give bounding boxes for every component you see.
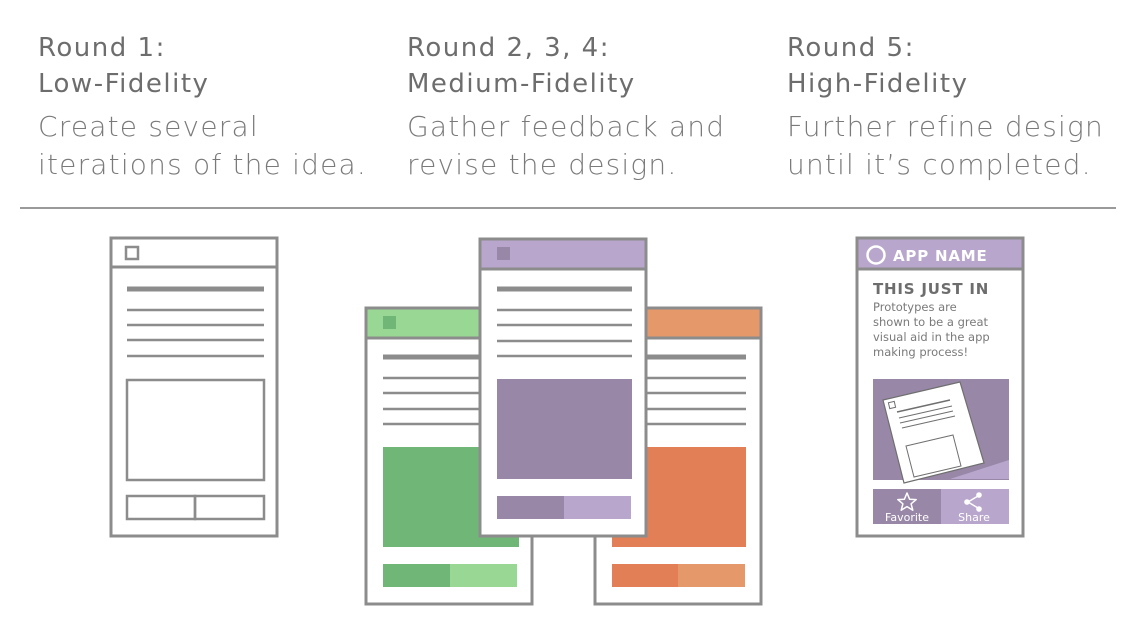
hifi-image <box>873 379 1009 484</box>
low-fidelity-wireframe <box>109 236 279 538</box>
lofi-header-square <box>124 245 140 261</box>
round-1-title-line1: Round 1: <box>38 33 166 63</box>
round-2-description: Gather feedback and revise the design. <box>407 108 767 184</box>
hifi-body-line: shown to be a great <box>873 315 988 329</box>
lofi-frame <box>109 236 279 538</box>
hifi-headline: THIS JUST IN <box>873 280 989 298</box>
round-2-desc-line1: Gather feedback and <box>407 110 726 143</box>
purple-header-square <box>497 247 510 260</box>
round-2-desc-line2: revise the design. <box>407 148 678 181</box>
medium-fidelity-purple-mockup <box>478 237 648 538</box>
hifi-body-line: making process! <box>873 345 968 359</box>
share-label: Share <box>958 511 990 524</box>
round-5-title-line1: Round 5: <box>787 33 915 63</box>
hifi-app-name: APP NAME <box>893 247 988 265</box>
hifi-image-accent <box>950 460 1009 479</box>
round-5-column: Round 5: High-Fidelity Further refine de… <box>787 30 1136 184</box>
round-5-desc-line2: until it’s completed. <box>787 148 1092 181</box>
round-5-title: Round 5: High-Fidelity <box>787 30 1136 102</box>
round-1-desc-line2: iterations of the idea. <box>38 148 367 181</box>
green-header-square <box>383 316 396 329</box>
round-2-column: Round 2, 3, 4: Medium-Fidelity Gather fe… <box>407 30 767 184</box>
orange-button-left <box>612 564 678 587</box>
hifi-body-line: Prototypes are <box>873 300 957 314</box>
round-1-title: Round 1: Low-Fidelity <box>38 30 398 102</box>
purple-image-block <box>497 379 632 479</box>
round-2-title: Round 2, 3, 4: Medium-Fidelity <box>407 30 767 102</box>
round-5-desc-line1: Further refine design <box>787 110 1104 143</box>
header-divider <box>20 207 1116 209</box>
favorite-label: Favorite <box>885 511 929 524</box>
round-1-column: Round 1: Low-Fidelity Create several ite… <box>38 30 398 184</box>
purple-button-left <box>497 496 564 519</box>
hifi-body-line: visual aid in the app <box>873 330 990 344</box>
orange-button-right <box>678 564 745 587</box>
star-icon <box>897 492 917 511</box>
lofi-image-placeholder <box>125 378 266 482</box>
high-fidelity-mockup: APP NAME THIS JUST IN Prototypes are sho… <box>855 236 1025 538</box>
green-button-right <box>450 564 517 587</box>
round-2-title-line1: Round 2, 3, 4: <box>407 33 610 63</box>
round-5-description: Further refine design until it’s complet… <box>787 108 1136 184</box>
round-1-description: Create several iterations of the idea. <box>38 108 398 184</box>
document-icon <box>882 381 985 484</box>
lofi-button-right <box>193 494 266 521</box>
round-1-desc-line1: Create several <box>38 110 259 143</box>
share-icon <box>964 492 982 512</box>
round-2-title-line2: Medium-Fidelity <box>407 69 636 99</box>
circle-logo-icon <box>866 245 886 265</box>
round-1-title-line2: Low-Fidelity <box>38 69 210 99</box>
purple-button-right <box>564 496 631 519</box>
round-5-title-line2: High-Fidelity <box>787 69 969 99</box>
green-button-left <box>383 564 450 587</box>
